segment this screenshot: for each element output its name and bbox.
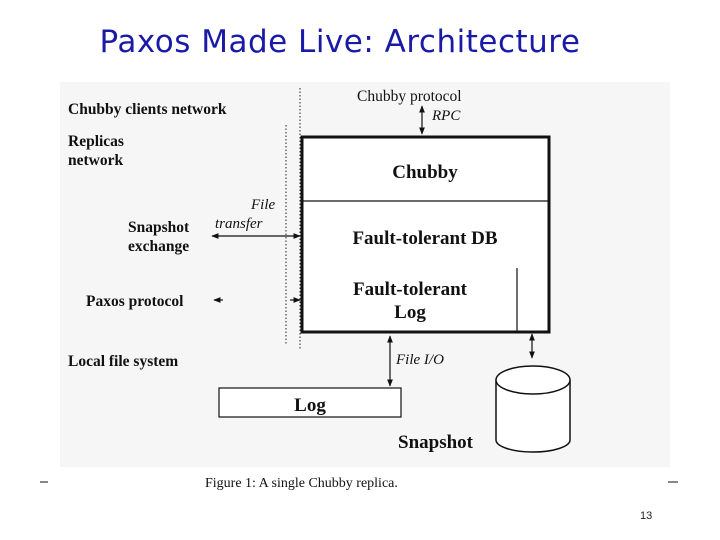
chubby-layer-label: Chubby <box>392 162 458 183</box>
rpc-label: RPC <box>431 108 461 124</box>
snapshot-exchange-label-line1: Snapshot <box>128 219 190 236</box>
slide-title: Paxos Made Live: Architecture <box>99 24 581 60</box>
paxos-protocol-label: Paxos protocol <box>86 293 184 310</box>
file-transfer-label-line1: File <box>250 197 275 213</box>
local-file-system-label: Local file system <box>68 353 178 370</box>
page-number: 13 <box>640 510 653 522</box>
file-io-label: File I/O <box>395 352 444 368</box>
clients-network-label: Chubby clients network <box>68 101 227 118</box>
replicas-network-label-line2: network <box>68 152 123 169</box>
snapshot-storage-icon <box>495 365 571 453</box>
ft-log-layer-label-line2: Log <box>394 302 426 323</box>
snapshot-exchange-label-line2: exchange <box>128 238 189 255</box>
snapshot-label: Snapshot <box>398 432 474 453</box>
ft-db-layer-label: Fault-tolerant DB <box>352 228 497 249</box>
replicas-network-label-line1: Replicas <box>68 133 124 150</box>
file-transfer-label-line2: transfer <box>215 216 263 232</box>
figure-caption: Figure 1: A single Chubby replica. <box>205 476 398 491</box>
replica-box <box>300 135 551 334</box>
log-box-label: Log <box>294 395 326 416</box>
ft-log-layer-label-line1: Fault-tolerant <box>353 279 468 300</box>
log-box <box>218 387 402 418</box>
chubby-protocol-label: Chubby protocol <box>357 88 462 105</box>
